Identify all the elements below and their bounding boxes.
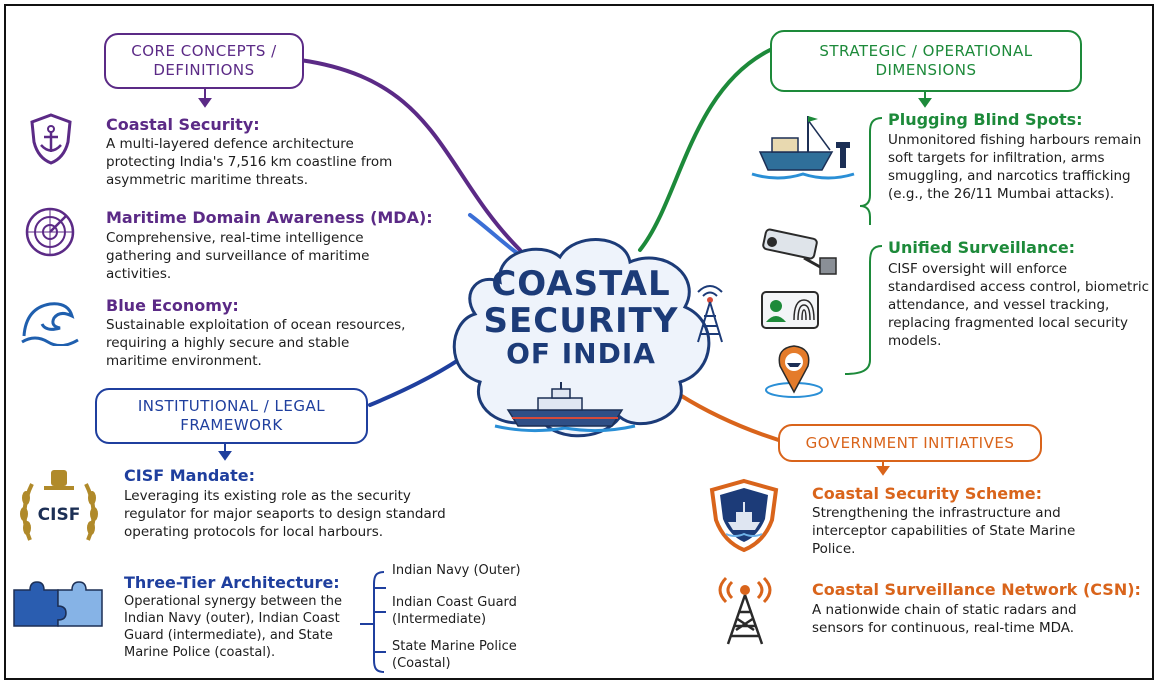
tier-coast-guard: Indian Coast Guard (Intermediate) [392, 594, 517, 628]
blind-spots-bracket [859, 117, 883, 225]
tier-navy: Indian Navy (Outer) [392, 562, 521, 579]
strategic-title-line1: STRATEGIC / OPERATIONAL [819, 42, 1033, 61]
unified-surveillance-text: CISF oversight will enforce standardised… [888, 261, 1150, 349]
institutional-title-line1: INSTITUTIONAL / LEGAL [137, 397, 326, 416]
cctv-camera-icon [762, 228, 837, 275]
coastal-security-scheme-text: Strengthening the infrastructure and int… [812, 505, 1076, 557]
cisf-emblem-text: CISF [38, 505, 81, 525]
blue-economy-text: Sustainable exploitation of ocean resour… [106, 317, 406, 369]
core-arrow [198, 88, 212, 108]
tier-coast-guard-line1: Indian Coast Guard [392, 595, 517, 610]
puzzle-icon [13, 581, 103, 627]
coastal-security-heading: Coastal Security: [106, 115, 260, 134]
blind-spots-heading: Plugging Blind Spots: [888, 110, 1083, 129]
center-title-line3: OF INDIA [506, 337, 656, 371]
blind-spots-text: Unmonitored fishing harbours remain soft… [888, 132, 1142, 202]
radar-icon [25, 207, 75, 257]
unified-surveillance-heading: Unified Surveillance: [888, 238, 1076, 257]
government-arrow [876, 460, 890, 476]
biometric-id-icon [761, 291, 819, 329]
strategic-connector [638, 48, 772, 252]
cisf-emblem-icon: CISF [20, 470, 98, 541]
center-title-line2: SECURITY [483, 300, 679, 341]
coastal-security-text: A multi-layered defence architecture pro… [106, 136, 393, 188]
core-title-line1: CORE CONCEPTS / [131, 42, 277, 61]
three-tier-heading: Three-Tier Architecture: [124, 573, 340, 592]
cloud-bubble [452, 238, 711, 438]
tier-marine-police-line2: (Coastal) [392, 656, 451, 671]
vessel-location-icon [765, 345, 823, 398]
ship-shield-icon [709, 478, 779, 553]
core-connector [298, 58, 522, 252]
tier-marine-police-line1: State Marine Police [392, 639, 517, 654]
csn-heading: Coastal Surveillance Network (CSN): [812, 580, 1141, 599]
fishing-boat-icon [751, 116, 855, 180]
signal-tower-icon [697, 285, 723, 343]
wave-icon [21, 302, 79, 346]
institutional-title-line2: FRAMEWORK [180, 416, 283, 434]
patrol-ship-icon [494, 382, 636, 433]
coastal-security-scheme-heading: Coastal Security Scheme: [812, 484, 1042, 503]
radio-tower-icon [718, 576, 772, 645]
csn-text: A nationwide chain of static radars and … [812, 602, 1077, 636]
tier-bracket [373, 571, 385, 673]
cisf-mandate-text: Leveraging its existing role as the secu… [124, 488, 446, 540]
blue-economy-heading: Blue Economy: [106, 296, 239, 315]
surveillance-bracket [844, 245, 883, 375]
central-title: COASTAL SECURITY OF INDIA [470, 266, 692, 370]
three-tier-text: Operational synergy between the Indian N… [124, 594, 342, 660]
strategic-box: STRATEGIC / OPERATIONAL DIMENSIONS [770, 30, 1082, 92]
tier-marine-police: State Marine Police (Coastal) [392, 638, 517, 672]
mda-heading: Maritime Domain Awareness (MDA): [106, 208, 433, 227]
government-title: GOVERNMENT INITIATIVES [805, 433, 1015, 452]
core-connector-tail [468, 213, 522, 257]
tier-coast-guard-line2: (Intermediate) [392, 612, 487, 627]
government-box: GOVERNMENT INITIATIVES [778, 424, 1042, 462]
center-title-line1: COASTAL [491, 264, 671, 304]
institutional-box: INSTITUTIONAL / LEGAL FRAMEWORK [95, 388, 368, 444]
core-title-line2: DEFINITIONS [153, 61, 255, 79]
tier-navy-line1: Indian Navy (Outer) [392, 563, 521, 578]
strategic-title-line2: DIMENSIONS [875, 61, 977, 79]
strategic-arrow [918, 90, 932, 108]
core-concepts-box: CORE CONCEPTS / DEFINITIONS [104, 33, 304, 89]
cisf-mandate-heading: CISF Mandate: [124, 466, 255, 485]
mda-text: Comprehensive, real-time intelligence ga… [106, 230, 370, 282]
anchor-shield-icon [30, 113, 72, 165]
institutional-arrow [218, 443, 232, 461]
